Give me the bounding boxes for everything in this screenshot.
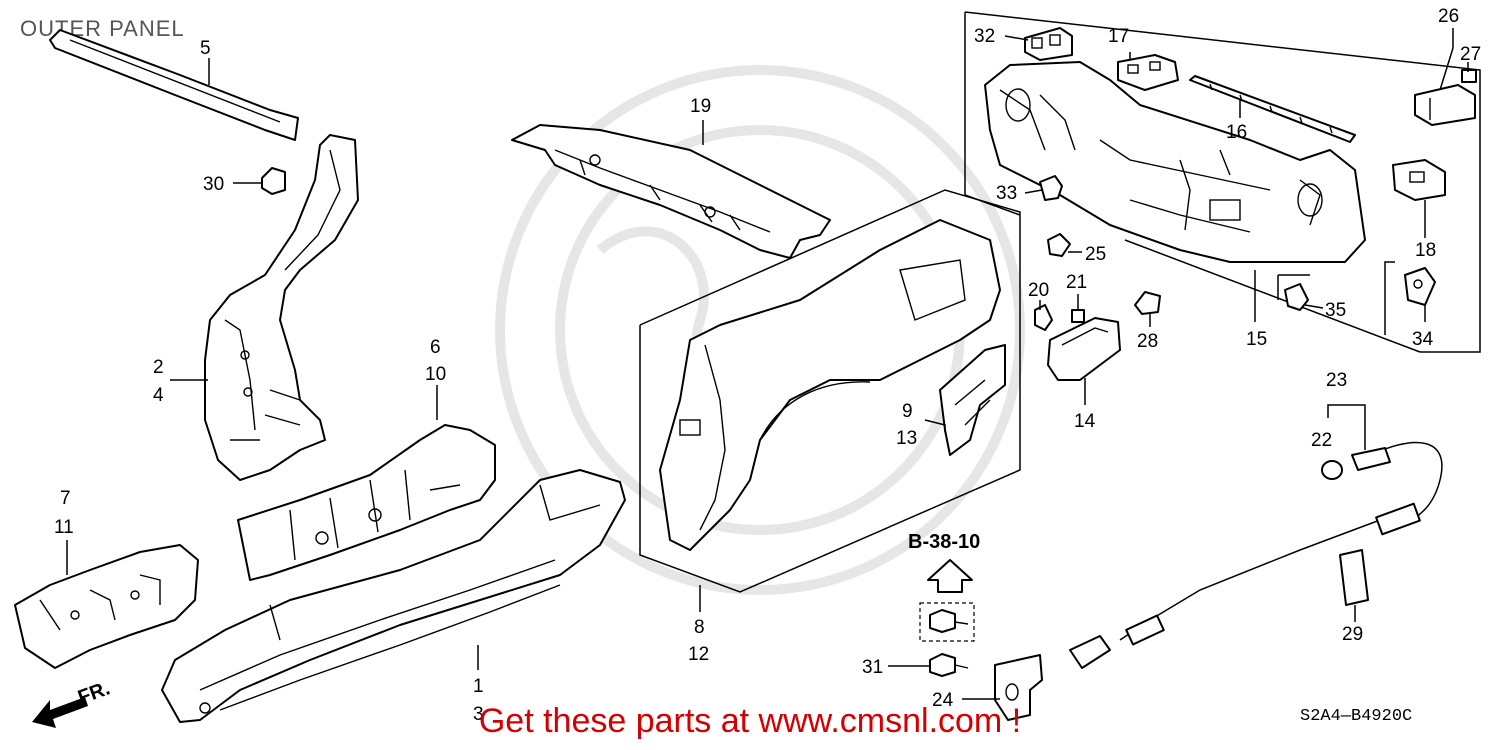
grommet-22-part[interactable]: [1321, 460, 1343, 480]
callout-14[interactable]: 14: [1074, 411, 1096, 432]
callout-10[interactable]: 10: [425, 364, 446, 385]
callout-28[interactable]: 28: [1137, 331, 1158, 352]
callout-15[interactable]: 15: [1246, 329, 1267, 350]
callout-4[interactable]: 4: [153, 385, 164, 406]
rear-panel-strip-part[interactable]: [1189, 75, 1356, 143]
bolt-31-part[interactable]: [929, 653, 969, 677]
callout-23[interactable]: 23: [1326, 370, 1347, 391]
callout-24[interactable]: 24: [932, 690, 954, 711]
reference-arrow[interactable]: [927, 559, 973, 593]
callout-30[interactable]: 30: [203, 174, 224, 195]
bracket-35-part[interactable]: [1277, 274, 1310, 311]
callout-13[interactable]: 13: [896, 428, 917, 449]
reference-label[interactable]: B-38-10: [908, 531, 980, 553]
callout-5[interactable]: 5: [200, 38, 211, 59]
callout-20[interactable]: 20: [1028, 280, 1049, 301]
callout-9[interactable]: 9: [902, 401, 913, 422]
fuel-lid-part[interactable]: [1047, 317, 1121, 381]
callout-31[interactable]: 31: [862, 657, 883, 678]
callout-27[interactable]: 27: [1460, 44, 1481, 65]
callout-1[interactable]: 1: [473, 676, 484, 697]
callout-17[interactable]: 17: [1108, 26, 1129, 47]
bolt-30-part[interactable]: [261, 167, 286, 195]
bracket-24-part[interactable]: [994, 654, 1043, 721]
rear-panel-part[interactable]: [984, 61, 1366, 263]
pillar-extension-part[interactable]: [14, 544, 199, 669]
clip-25-part[interactable]: [1047, 233, 1071, 257]
bracket-18-part[interactable]: [1392, 159, 1446, 201]
quarter-panel-part[interactable]: [659, 219, 1001, 551]
brace-9-part[interactable]: [939, 344, 1006, 456]
bracket-20-part[interactable]: [1034, 304, 1053, 331]
clip-33-part[interactable]: [1039, 175, 1063, 201]
quarter-panel-group-box: [639, 189, 1021, 593]
side-sill-part[interactable]: [161, 469, 626, 723]
callout-labels: 5 30 2 4 6 10 7 11 1 3 19 8 12 9 13 14 1…: [54, 6, 1481, 726]
promo-banner[interactable]: Get these parts at www.cmsnl.com !: [478, 702, 1022, 740]
clip-27-part[interactable]: [1461, 69, 1477, 83]
bracket-32-part[interactable]: [1024, 27, 1073, 61]
clip-21-part[interactable]: [1071, 309, 1085, 323]
front-direction-arrow: [32, 697, 88, 728]
callout-32[interactable]: 32: [974, 26, 995, 47]
callout-29[interactable]: 29: [1342, 624, 1363, 645]
leader-lines: [66, 28, 1469, 700]
callout-16[interactable]: 16: [1226, 122, 1247, 143]
callout-12[interactable]: 12: [688, 644, 709, 665]
callout-3[interactable]: 3: [473, 704, 484, 725]
diagram-title: OUTER PANEL: [20, 16, 185, 41]
roof-rail-strip-part[interactable]: [49, 29, 299, 141]
rear-panel-group-box: [964, 11, 1481, 353]
callout-25[interactable]: 25: [1085, 244, 1106, 265]
a-pillar-stiffener-part[interactable]: [204, 134, 359, 481]
callout-8[interactable]: 8: [694, 617, 705, 638]
callout-6[interactable]: 6: [430, 337, 441, 358]
callout-26[interactable]: 26: [1438, 6, 1459, 27]
callout-19[interactable]: 19: [690, 96, 711, 117]
callout-33[interactable]: 33: [996, 183, 1017, 204]
bumper-26-part[interactable]: [1414, 84, 1476, 126]
callout-11[interactable]: 11: [54, 517, 74, 538]
pad-29-part[interactable]: [1339, 549, 1369, 606]
bolt-28-part[interactable]: [1134, 291, 1161, 315]
bracket-17-part[interactable]: [1117, 54, 1179, 91]
callout-22[interactable]: 22: [1311, 430, 1332, 451]
bracket-34-part[interactable]: [1384, 261, 1436, 335]
callout-7[interactable]: 7: [60, 488, 71, 509]
rear-shelf-part[interactable]: [511, 124, 831, 259]
callout-18[interactable]: 18: [1415, 240, 1436, 261]
reference-bolt-box: [919, 602, 975, 642]
fuel-lid-cable-part[interactable]: [1069, 441, 1443, 669]
callout-35[interactable]: 35: [1325, 300, 1346, 321]
diagram-code: S2A4—B4920C: [1300, 707, 1412, 726]
callout-34[interactable]: 34: [1412, 329, 1434, 350]
callout-21[interactable]: 21: [1066, 272, 1087, 293]
callout-2[interactable]: 2: [153, 357, 164, 378]
sill-stiffener-part[interactable]: [237, 424, 496, 581]
fuel-lid-actuator-23-part[interactable]: [1327, 404, 1391, 471]
